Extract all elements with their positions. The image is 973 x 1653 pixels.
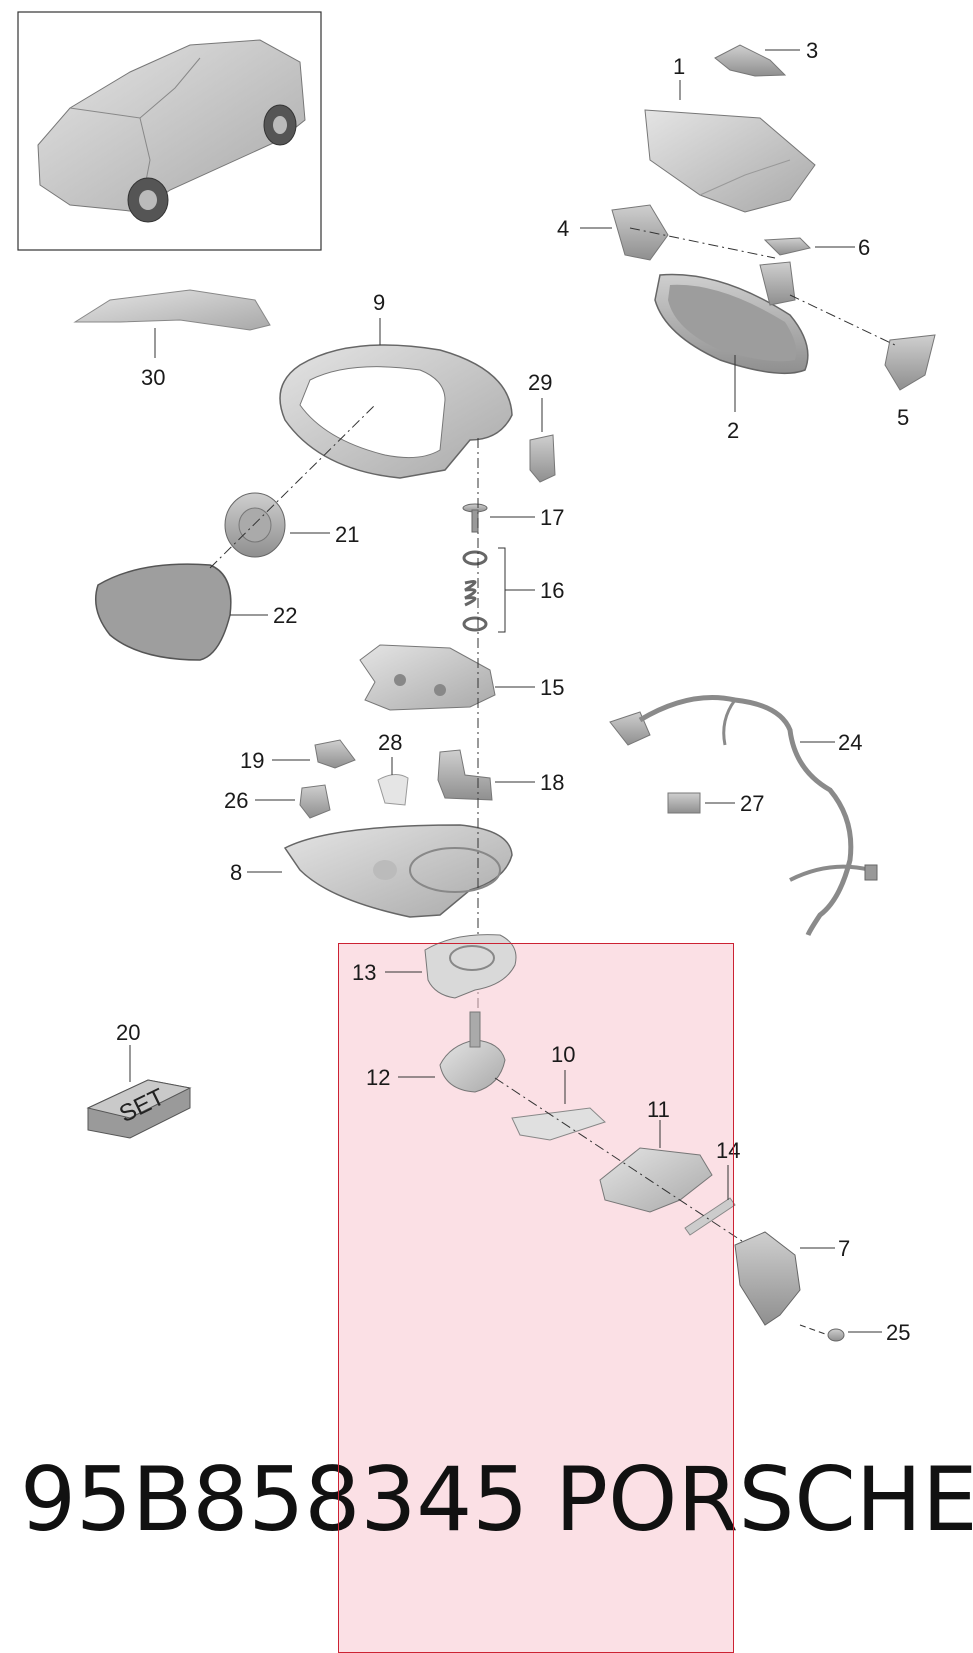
assembly-leader-line-glass <box>209 404 376 569</box>
part-14-gasket <box>684 1165 736 1236</box>
callout-12: 12 <box>366 1065 390 1090</box>
part-24-wiring-harness <box>609 695 878 937</box>
part-17-bolt <box>462 503 535 533</box>
callout-14: 14 <box>716 1138 740 1163</box>
part-15-adjuster-bracket <box>359 644 535 711</box>
part-29-cap <box>529 398 556 483</box>
callout-17: 17 <box>540 505 564 530</box>
part-25-screw <box>799 1324 882 1342</box>
callout-13: 13 <box>352 960 376 985</box>
callout-27: 27 <box>740 791 764 816</box>
callout-21: 21 <box>335 522 359 547</box>
callout-16: 16 <box>540 578 564 603</box>
part-8-housing-lower <box>247 824 513 918</box>
callout-labels: 1 2 3 4 5 6 7 8 9 10 11 12 13 14 15 16 1… <box>116 38 910 1345</box>
part-27-connector <box>667 792 735 814</box>
callout-22: 22 <box>273 603 297 628</box>
part-3-bracket <box>714 44 800 77</box>
part-10-seal <box>511 1070 606 1141</box>
callout-26: 26 <box>224 788 248 813</box>
part-2-interior-mirror <box>654 261 809 412</box>
callout-20: 20 <box>116 1020 140 1045</box>
part-26-lamp <box>255 784 331 819</box>
highlight-region <box>338 943 734 1653</box>
vehicle-thumbnail <box>17 11 322 251</box>
part-28-lens <box>377 757 409 806</box>
callout-2: 2 <box>727 418 739 443</box>
part-30-trim-strip <box>73 289 271 358</box>
callout-7: 7 <box>838 1236 850 1261</box>
callout-6: 6 <box>858 235 870 260</box>
callout-30: 30 <box>141 365 165 390</box>
part-number: 95B858345 <box>20 1448 529 1551</box>
brand-name: PORSCHE <box>555 1448 973 1551</box>
callout-4: 4 <box>557 216 569 241</box>
callout-25: 25 <box>886 1320 910 1345</box>
callout-24: 24 <box>838 730 862 755</box>
part-12-mirror-base <box>398 1011 506 1093</box>
part-19-bracket <box>272 739 356 769</box>
callout-15: 15 <box>540 675 564 700</box>
callout-8: 8 <box>230 860 242 885</box>
callout-18: 18 <box>540 770 564 795</box>
callout-3: 3 <box>806 38 818 63</box>
part-21-glass-actuator <box>224 492 330 558</box>
part-11-base-trim <box>599 1120 713 1213</box>
callout-9: 9 <box>373 290 385 315</box>
part-7-mount-bracket <box>734 1231 835 1326</box>
part-20-set-box: SET <box>86 1045 192 1139</box>
part-4-clip <box>580 204 669 261</box>
part-6-sensor <box>763 237 855 256</box>
callout-28: 28 <box>378 730 402 755</box>
part-9-mirror-housing-frame <box>279 318 513 479</box>
callout-10: 10 <box>551 1042 575 1067</box>
part-22-mirror-glass <box>95 563 268 661</box>
callout-5: 5 <box>897 405 909 430</box>
part-1-mirror-cover-trim <box>644 80 816 213</box>
part-13-base-cover <box>385 934 517 999</box>
callout-19: 19 <box>240 748 264 773</box>
callout-11: 11 <box>647 1097 670 1122</box>
part-16-spring-set <box>462 547 535 633</box>
callout-1: 1 <box>673 54 685 79</box>
callout-29: 29 <box>528 370 552 395</box>
part-18-motor <box>437 749 535 801</box>
part-5-cover <box>884 334 936 391</box>
assembly-leader-lines-upper <box>629 227 896 346</box>
